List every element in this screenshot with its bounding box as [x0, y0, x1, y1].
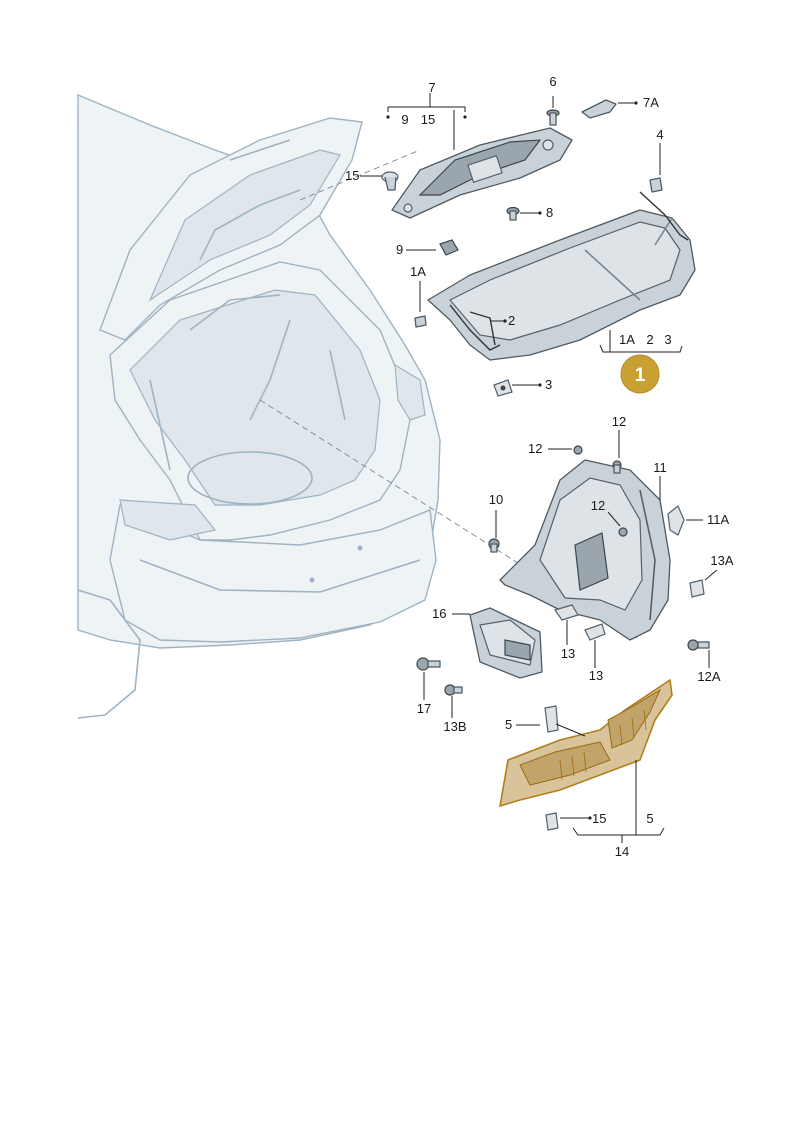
- label-1A: 1A: [410, 264, 426, 279]
- part-13-brackets: [554, 604, 606, 641]
- part-16-box: [469, 607, 543, 679]
- part-7-trim-panel: [391, 127, 573, 219]
- label-3: 3: [664, 332, 671, 347]
- label-1A: 1A: [619, 332, 635, 347]
- label-12A: 12A: [697, 669, 720, 684]
- part-5-clip: [544, 705, 559, 733]
- label-10: 10: [489, 492, 503, 507]
- label-9: 9: [401, 112, 408, 127]
- label-12: 12: [591, 498, 605, 513]
- label-12: 12: [612, 414, 626, 429]
- part-15-clip-bottom: [545, 812, 559, 831]
- part-1A-clip: [414, 315, 427, 328]
- leader-dots: [386, 101, 638, 820]
- label-15: 15: [421, 112, 435, 127]
- label-7: 7: [428, 80, 435, 95]
- part-13B-clip: [444, 684, 463, 696]
- part-9-pad: [439, 239, 459, 256]
- part-11A-piece: [667, 505, 685, 536]
- label-5: 5: [505, 717, 512, 732]
- callout-labels: 7 9 15 6 7A 15 4 8 9 1A 2 1A 2 3 3 12 12…: [345, 74, 734, 859]
- part-14-sill-trim-highlighted: [499, 679, 673, 807]
- leader-lines: [360, 93, 718, 843]
- label-17: 17: [417, 701, 431, 716]
- label-15: 15: [345, 168, 359, 183]
- car-rear-illustration: [77, 93, 441, 719]
- label-4: 4: [656, 127, 663, 142]
- part-12-clips: [573, 445, 628, 537]
- label-5: 5: [646, 811, 653, 826]
- label-2: 2: [646, 332, 653, 347]
- label-16: 16: [432, 606, 446, 621]
- part-11-side-trim: [499, 459, 671, 641]
- label-13B: 13B: [443, 719, 466, 734]
- label-7A: 7A: [643, 95, 659, 110]
- part-17-screw: [416, 657, 441, 671]
- part-1-parcel-shelf: [427, 191, 696, 361]
- part-7A-bracket: [581, 99, 617, 119]
- label-2: 2: [508, 313, 515, 328]
- alignment-line: [299, 149, 421, 201]
- label-9: 9: [396, 242, 403, 257]
- part-12A-screw: [687, 639, 710, 651]
- label-3: 3: [545, 377, 552, 392]
- label-13: 13: [561, 646, 575, 661]
- label-8: 8: [546, 205, 553, 220]
- part-15-clip: [381, 171, 399, 191]
- label-6: 6: [549, 74, 556, 89]
- label-14: 14: [615, 844, 629, 859]
- part-6-screw: [546, 109, 560, 126]
- label-11: 11: [653, 460, 667, 475]
- part-4-clip: [649, 177, 663, 193]
- label-11A: 11A: [707, 512, 729, 527]
- badge-label: 1: [635, 365, 646, 386]
- part-1-badge: 1: [620, 354, 660, 394]
- label-15: 15: [592, 811, 606, 826]
- part-8-screw: [506, 206, 520, 221]
- label-13: 13: [589, 668, 603, 683]
- part-13A-nut: [689, 579, 705, 598]
- label-13A: 13A: [710, 553, 733, 568]
- part-3-holder: [493, 379, 513, 397]
- part-10-clip: [488, 538, 500, 553]
- label-12: 12: [528, 441, 542, 456]
